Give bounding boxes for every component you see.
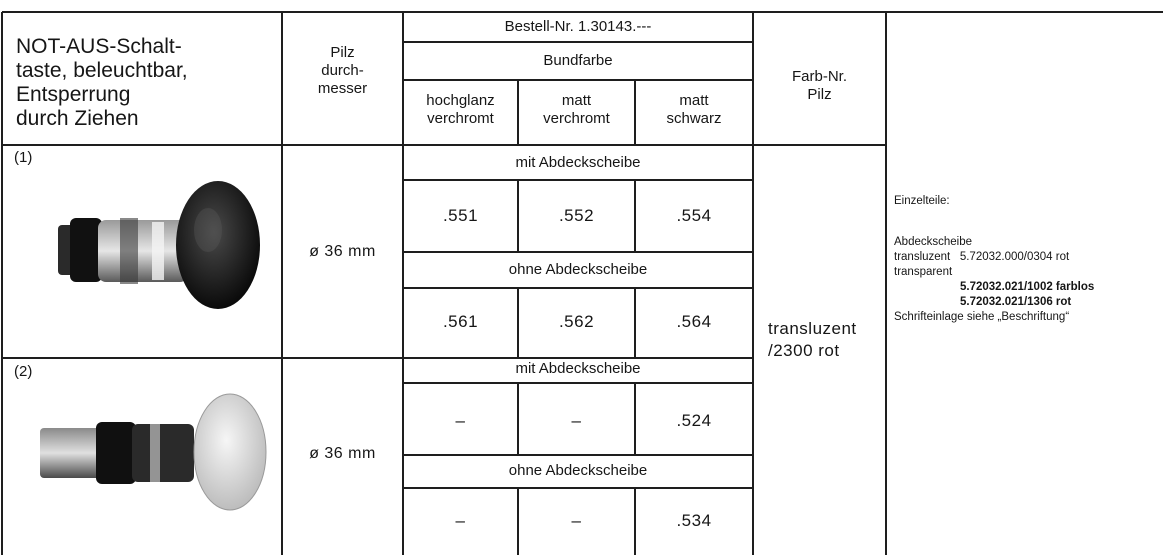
row-1-with-cover-2: .552	[558, 206, 595, 225]
bestell-nr: Bestell-Nr. 1.30143.---	[504, 18, 652, 35]
row-2-with-cover-1: –	[455, 411, 466, 430]
row-2-label: (2)	[14, 363, 33, 380]
row-2-without-cover-1: –	[455, 511, 466, 530]
row-2-without-cover-2: –	[571, 511, 582, 530]
farb-value-line-2: /2300 rot	[768, 341, 840, 360]
notes-line-2: transluzent 5.72032.000/0304 rot	[894, 251, 1070, 263]
row-2-without-cover-3: .534	[676, 511, 712, 530]
row-1-with-cover-1: .551	[442, 206, 479, 225]
row-1-with-cover-3: .554	[676, 206, 712, 225]
product-title-line-4: durch Ziehen	[16, 107, 139, 130]
notes-line-3: transparent	[894, 266, 953, 278]
row-1-without-cover-label: ohne Abdeckscheibe	[508, 261, 648, 278]
row-2-with-cover-3: .524	[676, 411, 712, 430]
notes-title: Einzelteile:	[894, 195, 950, 207]
row-1-without-cover-1: .561	[442, 312, 479, 331]
emergency-stop-button-2-icon	[40, 393, 267, 511]
finish-2-line-2: verchromt	[543, 110, 610, 127]
row-2-with-cover-label: mit Abdeckscheibe	[515, 360, 641, 377]
farb-value-line-1: transluzent	[768, 319, 857, 338]
notes-line-4: 5.72032.021/1002 farblos	[960, 281, 1095, 293]
pilz-durchmesser-line-2: durch-	[321, 62, 364, 79]
row-1-without-cover-2: .562	[558, 312, 595, 331]
product-title-line-1: NOT-AUS-Schalt-	[16, 35, 182, 58]
pilz-durchmesser-line-1: Pilz	[330, 44, 355, 61]
row-2-diameter: ø 36 mm	[309, 445, 376, 462]
product-title-line-2: taste, beleuchtbar,	[16, 59, 188, 82]
row-2-with-cover-2: –	[571, 411, 582, 430]
pilz-durchmesser-line-3: messer	[317, 80, 368, 97]
row-1-without-cover-3: .564	[676, 312, 712, 331]
finish-2-line-1: matt	[561, 92, 592, 109]
finish-3-line-2: schwarz	[666, 110, 722, 127]
row-2-without-cover-label: ohne Abdeckscheibe	[508, 462, 648, 479]
product-title-line-3: Entsperrung	[16, 83, 131, 106]
row-1-label: (1)	[14, 149, 33, 166]
notes-line-5: 5.72032.021/1306 rot	[960, 296, 1072, 308]
emergency-stop-button-1-icon	[58, 181, 260, 309]
finish-1-line-2: verchromt	[427, 110, 494, 127]
farb-nr-line-2: Pilz	[807, 86, 832, 103]
finish-1-line-1: hochglanz	[426, 92, 495, 109]
farb-nr-line-1: Farb-Nr.	[791, 68, 847, 85]
finish-3-line-1: matt	[679, 92, 709, 109]
row-1-diameter: ø 36 mm	[309, 243, 376, 260]
notes-line-6: Schrifteinlage siehe „Beschriftung“	[894, 311, 1070, 323]
bundfarbe: Bundfarbe	[543, 52, 613, 69]
row-1-with-cover-label: mit Abdeckscheibe	[515, 154, 641, 171]
notes-line-1: Abdeckscheibe	[894, 236, 972, 248]
